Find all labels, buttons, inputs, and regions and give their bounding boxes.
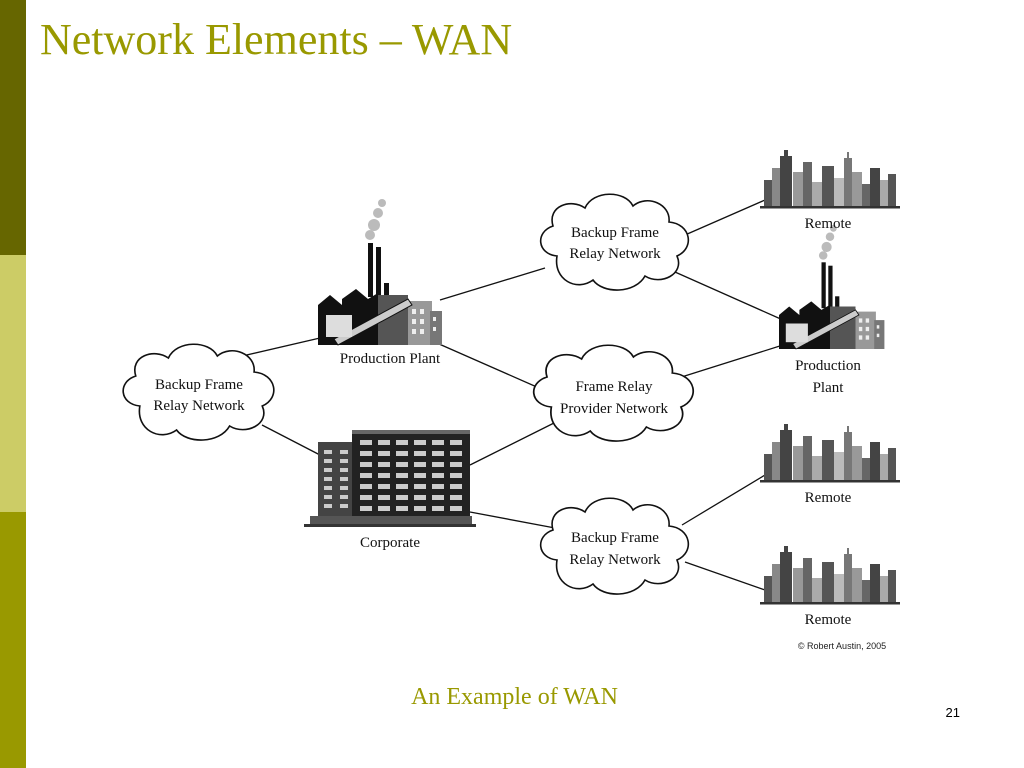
backup-frame-relay-bottom-cloud: Backup Frame Relay Network xyxy=(539,497,690,595)
building-window xyxy=(450,484,462,489)
remote-top-label: Remote xyxy=(805,216,852,232)
building-window xyxy=(324,468,332,472)
cloud-label-line1: Backup Frame xyxy=(571,225,659,241)
building-window xyxy=(324,477,332,481)
building-window xyxy=(324,459,332,463)
remote-bottom-icon: Remote xyxy=(760,546,900,628)
building-window xyxy=(360,506,372,511)
production-plant-left-label: Production Plant xyxy=(340,351,441,367)
building-window xyxy=(450,506,462,511)
building-window xyxy=(378,440,390,445)
backup-frame-relay-top-cloud: Backup Frame Relay Network xyxy=(539,193,690,291)
cloud-label-line1: Backup Frame xyxy=(571,530,659,546)
building-window xyxy=(378,506,390,511)
building-window xyxy=(432,462,444,467)
production-plant-right-icon: Production Plant xyxy=(778,224,885,396)
building-window xyxy=(340,495,348,499)
building-window xyxy=(432,484,444,489)
building-window xyxy=(378,484,390,489)
building-window xyxy=(396,462,408,467)
building-window xyxy=(324,495,332,499)
building-window xyxy=(360,440,372,445)
network-links xyxy=(224,199,784,591)
building-window xyxy=(396,495,408,500)
building-window xyxy=(414,495,426,500)
building-window xyxy=(432,440,444,445)
corporate-label: Corporate xyxy=(360,535,420,551)
building-window xyxy=(396,440,408,445)
cloud-label-line2: Relay Network xyxy=(569,246,661,262)
building-window xyxy=(450,462,462,467)
building-window xyxy=(340,504,348,508)
corporate-building-icon: Corporate xyxy=(304,430,476,551)
side-band-olive xyxy=(0,512,26,768)
side-band-dark xyxy=(0,0,26,255)
building-window xyxy=(414,451,426,456)
frame-relay-provider-cloud: Frame Relay Provider Network xyxy=(532,344,695,442)
caption-text: An Example of WAN xyxy=(411,684,618,710)
building-window xyxy=(360,473,372,478)
slide-number: 21 xyxy=(945,705,960,720)
building-window xyxy=(360,484,372,489)
building-window xyxy=(324,486,332,490)
building-window xyxy=(360,495,372,500)
building-window xyxy=(432,451,444,456)
production-plant-right-label-line2: Plant xyxy=(813,380,845,396)
building-window xyxy=(414,462,426,467)
building-window xyxy=(450,451,462,456)
cloud-label-line1: Frame Relay xyxy=(575,379,653,395)
building-window xyxy=(340,477,348,481)
building-window xyxy=(450,440,462,445)
production-plant-left-icon: Production Plant xyxy=(317,198,443,367)
remote-top-icon: Remote xyxy=(760,150,900,232)
cloud-label-line1: Backup Frame xyxy=(155,377,243,393)
copyright-notice: © Robert Austin, 2005 xyxy=(798,641,886,651)
building-window xyxy=(378,451,390,456)
building-window xyxy=(340,450,348,454)
cloud-label-line2: Relay Network xyxy=(569,552,661,568)
building-window xyxy=(414,484,426,489)
remote-middle-label: Remote xyxy=(805,490,852,506)
building-window xyxy=(324,504,332,508)
slide-caption: An Example of WAN xyxy=(0,684,1024,711)
building-window xyxy=(324,450,332,454)
building-window xyxy=(414,440,426,445)
building-window xyxy=(432,495,444,500)
building-window xyxy=(396,473,408,478)
building-window xyxy=(432,473,444,478)
remote-bottom-label: Remote xyxy=(805,612,852,628)
building-window xyxy=(360,451,372,456)
production-plant-right-label-line1: Production xyxy=(795,358,861,374)
building-window xyxy=(378,473,390,478)
building-window xyxy=(378,462,390,467)
backup-frame-relay-left-cloud: Backup Frame Relay Network xyxy=(122,343,275,441)
remote-middle-icon: Remote xyxy=(760,424,900,506)
building-window xyxy=(340,459,348,463)
building-window xyxy=(414,473,426,478)
building-window xyxy=(432,506,444,511)
building-window xyxy=(396,451,408,456)
building-window xyxy=(340,486,348,490)
building-window xyxy=(396,484,408,489)
slide-title: Network Elements – WAN xyxy=(40,15,513,64)
side-band-light xyxy=(0,255,26,512)
building-window xyxy=(378,495,390,500)
cloud-label-line2: Provider Network xyxy=(560,401,668,417)
cloud-label-line2: Relay Network xyxy=(153,398,245,414)
building-window xyxy=(414,506,426,511)
building-window xyxy=(360,462,372,467)
building-window xyxy=(396,506,408,511)
building-window xyxy=(450,473,462,478)
building-window xyxy=(450,495,462,500)
building-window xyxy=(340,468,348,472)
